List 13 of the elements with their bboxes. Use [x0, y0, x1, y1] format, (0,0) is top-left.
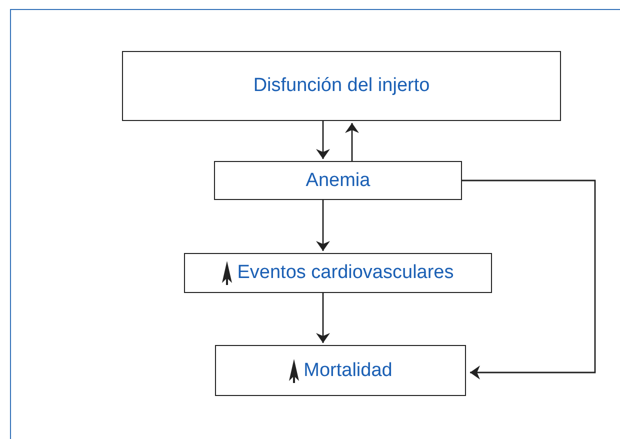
box-label: Eventos cardiovasculares — [237, 262, 454, 284]
arrow — [462, 180, 596, 380]
arrow — [316, 121, 330, 159]
process-box — [215, 345, 466, 396]
process-box — [214, 161, 462, 200]
process-box — [122, 51, 561, 121]
arrow — [316, 293, 330, 343]
arrow — [316, 200, 330, 251]
box-label: Anemia — [306, 170, 370, 192]
process-box — [184, 253, 492, 293]
arrow — [345, 123, 359, 161]
box-label: Disfunción del injerto — [253, 75, 430, 97]
box-label: Mortalidad — [304, 360, 392, 382]
